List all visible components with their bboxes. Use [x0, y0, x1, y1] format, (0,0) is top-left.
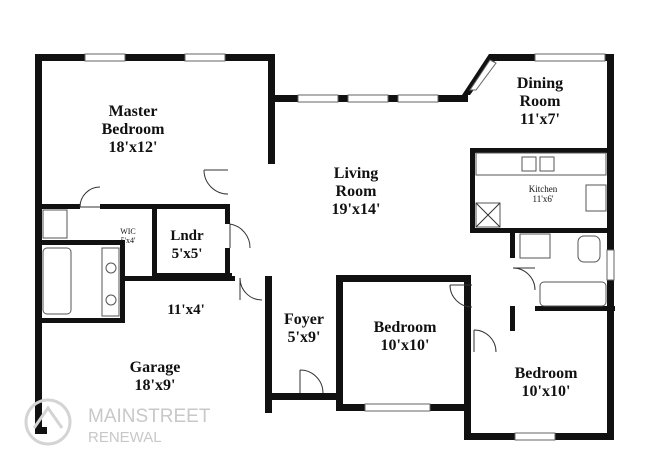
garage-label: Garage	[130, 359, 181, 376]
foyer-label: Foyer	[284, 311, 324, 328]
door-front	[299, 369, 324, 394]
doors	[79, 169, 536, 394]
living-label-2: Room	[336, 183, 378, 200]
watermark-line1: MAINSTREET	[88, 406, 211, 427]
bedroom2-dims: 10'x10'	[381, 337, 430, 354]
window-bedroom3	[514, 432, 556, 441]
door-garage	[239, 277, 263, 301]
living-dims: 19'x14'	[332, 201, 381, 218]
dining-dims: 11'x7'	[520, 111, 560, 128]
door-bedroom2	[449, 284, 473, 308]
kitchen-label: Kitchen	[529, 184, 558, 194]
window-bath2	[606, 249, 615, 281]
bedroom3-dims: 10'x10'	[522, 383, 571, 400]
kitchen-dims: 11'x6'	[533, 194, 554, 204]
door-master	[203, 169, 229, 195]
watermark-line2: RENEWAL	[88, 429, 162, 446]
garage-dims: 18'x9'	[135, 377, 176, 394]
stove-icon	[585, 184, 607, 212]
wic-label: WIC	[120, 227, 136, 236]
bathtub-icon	[42, 247, 72, 315]
door-bedroom3	[473, 329, 497, 353]
sink-icon	[521, 156, 537, 172]
foyer-dims: 5'x9'	[288, 329, 321, 346]
door-laundry	[229, 223, 251, 249]
master-dims: 18'x12'	[109, 139, 158, 156]
window-bedroom2	[364, 403, 431, 412]
windows	[84, 53, 615, 441]
vanity-icon	[101, 247, 120, 317]
sink-icon	[105, 294, 117, 306]
window-living-2	[347, 94, 389, 103]
wic-dims: 5'x4'	[121, 236, 136, 245]
window-master-1	[84, 53, 126, 62]
toilet-icon	[42, 209, 68, 239]
laundry-label: Lndr	[170, 228, 204, 244]
vanity-icon	[519, 233, 551, 259]
window-living-1	[297, 94, 339, 103]
watermark-logo: MAINSTREET RENEWAL	[24, 398, 211, 446]
dining-label-2: Room	[520, 93, 562, 110]
toilet-icon	[577, 235, 601, 263]
window-bay	[469, 59, 497, 91]
sink-icon	[539, 156, 555, 172]
dining-label-1: Dining	[517, 75, 563, 92]
master-label-2: Bedroom	[102, 121, 165, 138]
bathtub-icon	[539, 281, 607, 307]
laundry-dims: 5'x5'	[172, 246, 203, 262]
master-label-1: Master	[109, 103, 158, 120]
living-label-1: Living	[334, 165, 378, 182]
window-master-2	[184, 53, 226, 62]
bedroom2-label: Bedroom	[374, 319, 437, 336]
bedroom3-label: Bedroom	[515, 365, 578, 382]
sink-icon	[105, 262, 117, 274]
window-living-3	[397, 94, 439, 103]
room-labels: Master Bedroom 18'x12' Dining Room 11'x7…	[102, 75, 578, 400]
hall-dims: 11'x4'	[167, 302, 205, 318]
fixtures	[42, 152, 607, 317]
door-bath	[79, 186, 101, 208]
interior-walls	[35, 148, 615, 331]
window-dining	[534, 53, 606, 62]
door-bath2	[512, 267, 536, 291]
